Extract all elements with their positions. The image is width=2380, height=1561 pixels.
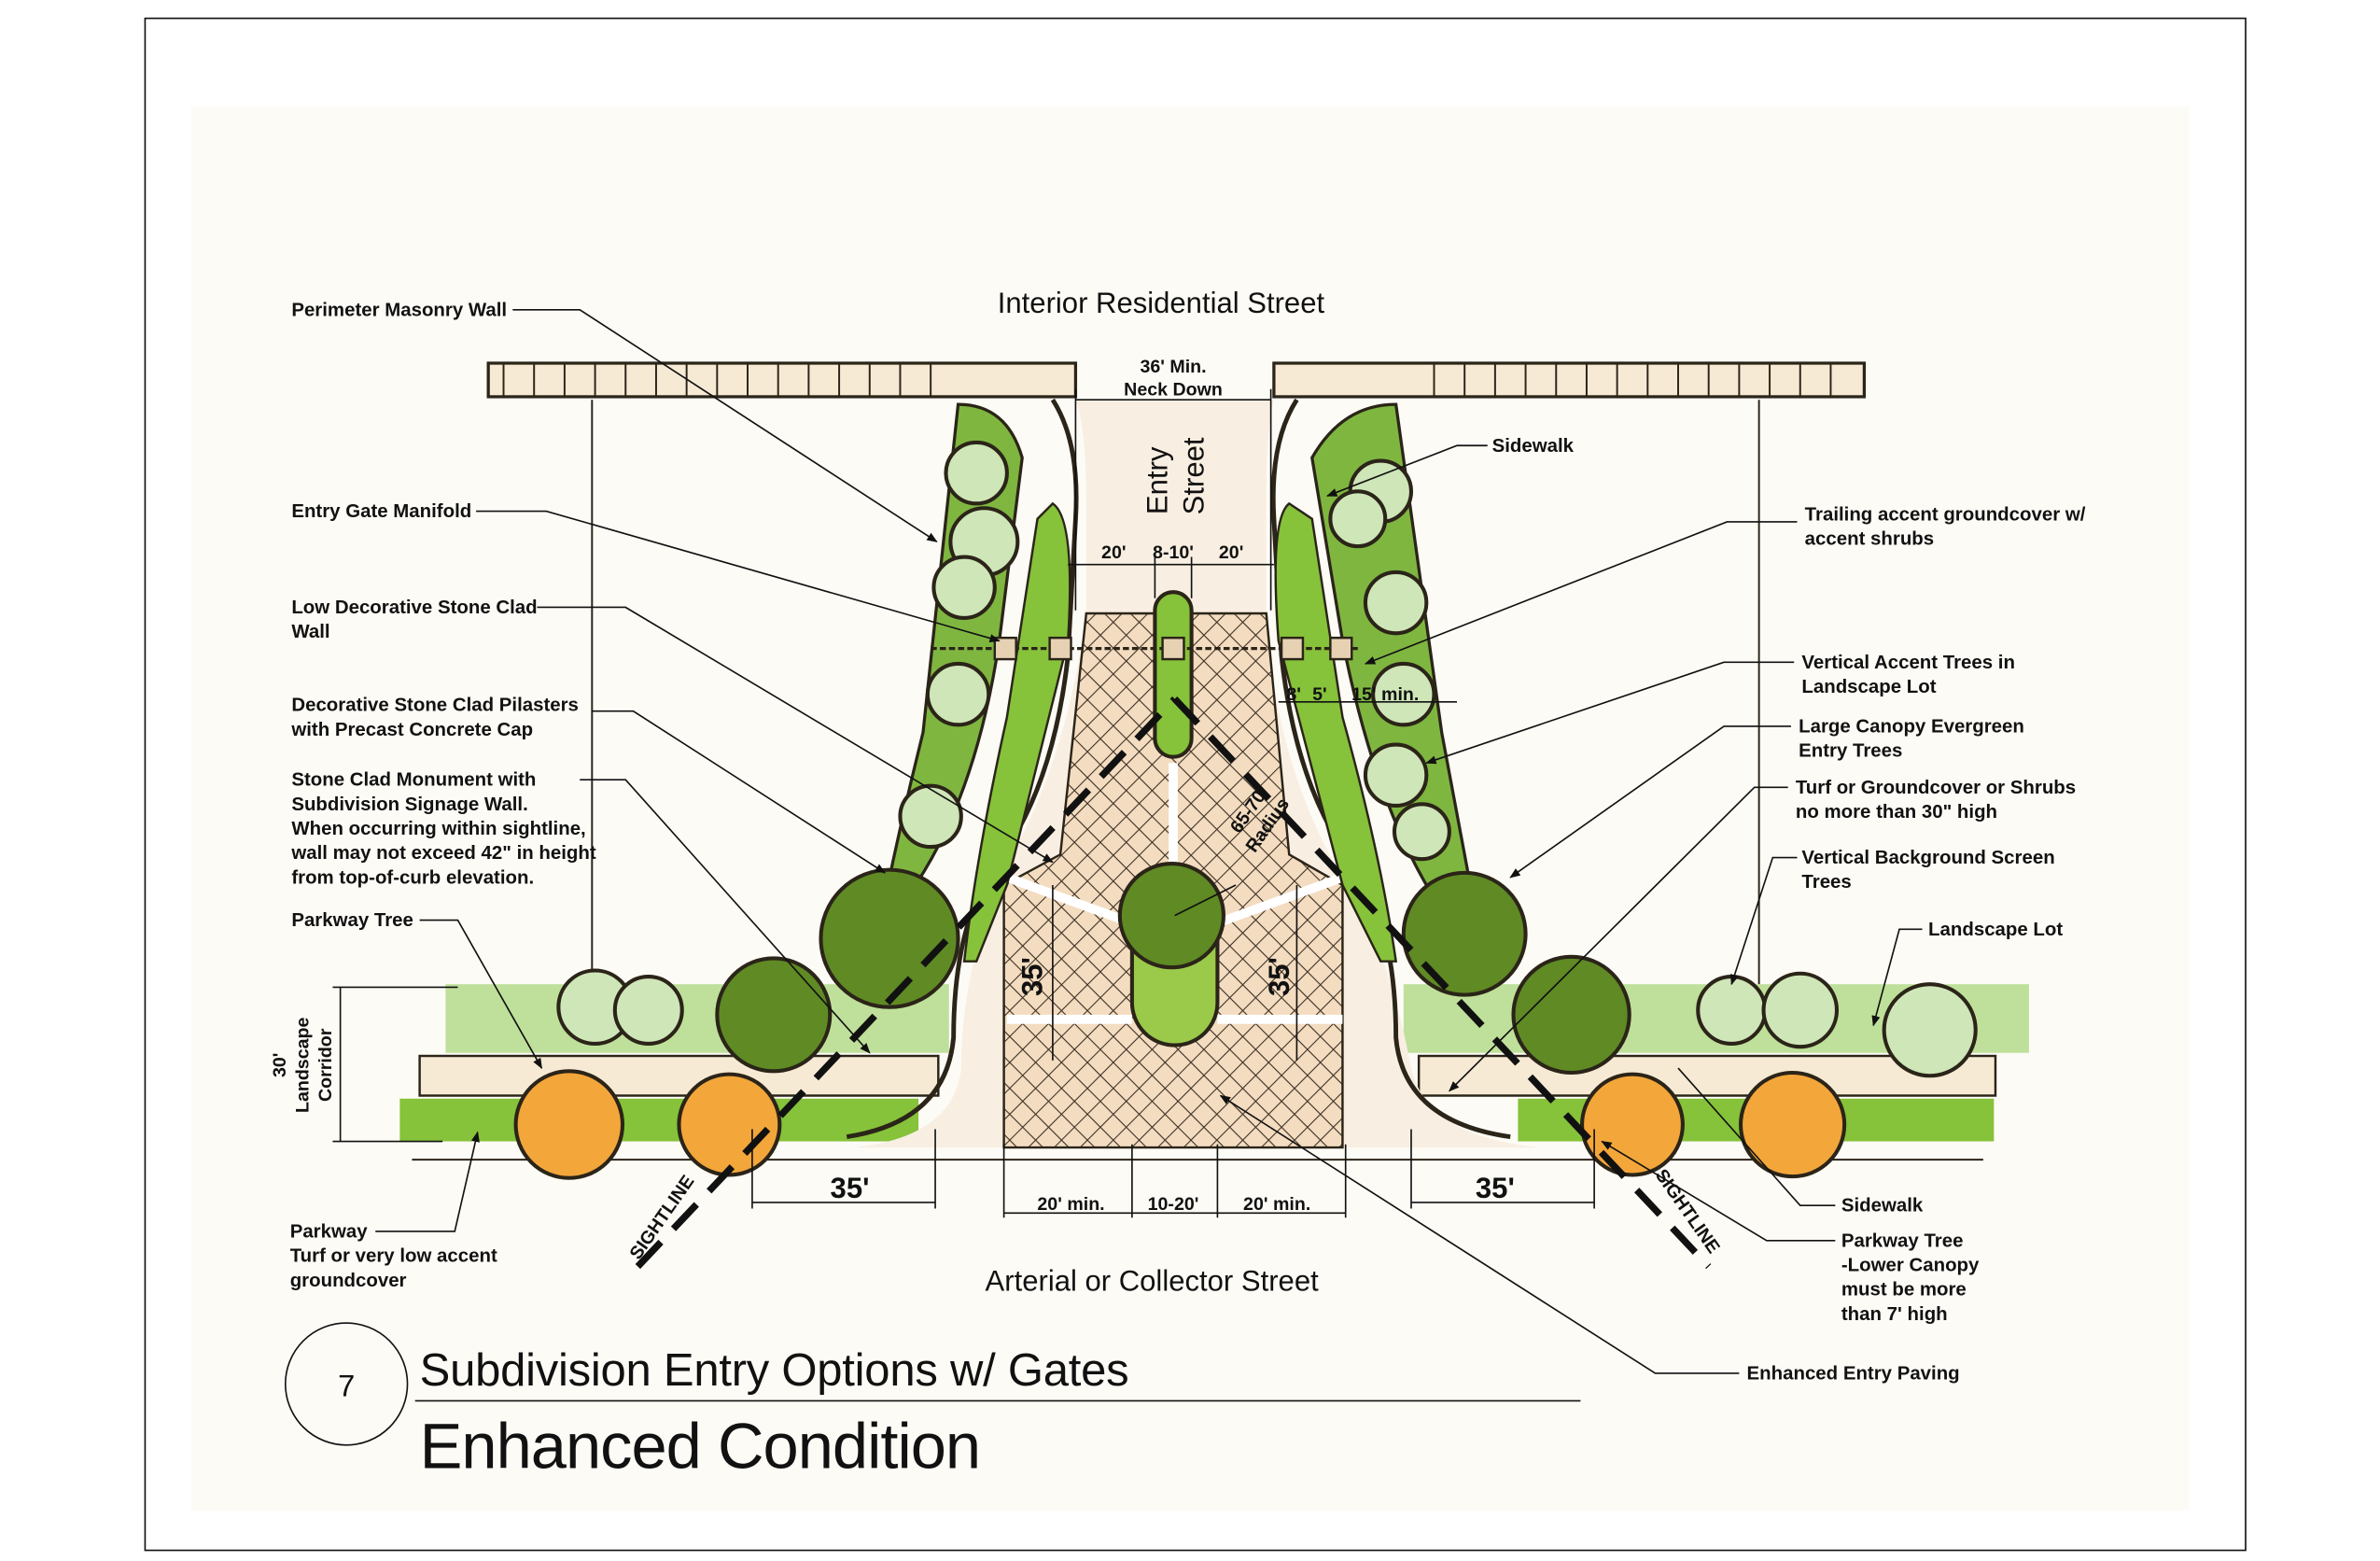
label-trailing: accent shrubs (1805, 528, 1934, 549)
pilasters (993, 636, 1353, 661)
entry-street-label-2: Street (1178, 437, 1211, 514)
dim-lane-left: 20' (1101, 542, 1126, 563)
label-sidewalk-bottom: Sidewalk (1841, 1196, 1924, 1216)
label-monument: Subdivision Signage Wall. (291, 795, 527, 815)
dim-median: 8-10' (1153, 542, 1194, 563)
label-screen-trees: Vertical Background Screen (1801, 848, 2054, 868)
label-parkway-tree-right: than 7' high (1841, 1304, 1948, 1325)
label-parkway-tree-right: must be more (1841, 1280, 1967, 1301)
dim-bottom-right: 20' min. (1243, 1194, 1310, 1215)
drawing-number-circle (284, 1322, 409, 1446)
label-trailing: Trailing accent groundcover w/ (1805, 504, 2086, 525)
dim-bottom-mid: 10-20' (1148, 1194, 1199, 1215)
label-perimeter-wall: Perimeter Masonry Wall (291, 300, 507, 320)
label-low-wall: Low Decorative Stone Clad (291, 598, 537, 618)
dim-vert-left: 35' (1015, 957, 1048, 996)
sheet-subtitle: Enhanced Condition (420, 1410, 981, 1482)
dim-lane-right: 20' (1219, 542, 1243, 563)
dim-sight-right: 35' (1476, 1172, 1515, 1204)
vertical-accent-trees (898, 440, 1451, 862)
dim-neck-down: 36' Min. (1140, 357, 1206, 377)
label-pilasters: Decorative Stone Clad Pilasters (291, 696, 579, 716)
label-landscape-lot: Landscape Lot (1928, 920, 2063, 940)
dim-5: 5' (1312, 684, 1327, 705)
label-monument: wall may not exceed 42" in height (290, 843, 596, 864)
dim-vert-right: 35' (1263, 957, 1295, 996)
dim-bottom-left: 20' min. (1037, 1194, 1104, 1215)
label-vertical-accent: Landscape Lot (1801, 677, 1936, 697)
label-sidewalk-top: Sidewalk (1492, 436, 1575, 457)
label-gate-manifold: Entry Gate Manifold (291, 501, 471, 522)
label-low-wall: Wall (291, 622, 329, 642)
bottom-street-label: Arterial or Collector Street (986, 1265, 1320, 1298)
label-turf-30: no more than 30" high (1796, 802, 1997, 823)
label-pilasters: with Precast Concrete Cap (290, 720, 533, 740)
left-turf-strip (962, 501, 1071, 963)
label-parkway: Turf or very low accent (290, 1246, 497, 1267)
perimeter-wall-top (486, 361, 1867, 399)
background-screen-trees (556, 968, 1978, 1078)
median-island-top (1153, 590, 1194, 759)
dim-sight-left: 35' (831, 1172, 870, 1204)
label-large-canopy: Large Canopy Evergreen (1799, 717, 2024, 738)
sidewalk-left (418, 1054, 940, 1097)
label-monument: When occurring within sightline, (291, 819, 585, 839)
label-monument: from top-of-curb elevation. (291, 867, 534, 888)
dim-corridor: Corridor (315, 1028, 336, 1102)
dim-corridor: Landscape (292, 1018, 313, 1114)
dim-corridor: 30' (270, 1053, 290, 1077)
left-callouts: Perimeter Masonry Wall Entry Gate Manifo… (290, 300, 596, 1290)
label-parkway: Parkway (290, 1222, 369, 1243)
label-parkway-tree-right: -Lower Canopy (1841, 1255, 1980, 1275)
title-block: 7 Subdivision Entry Options w/ Gates Enh… (284, 1322, 1581, 1482)
top-street-label: Interior Residential Street (998, 287, 1325, 319)
dim-neck-down: Neck Down (1124, 379, 1223, 400)
label-turf-30: Turf or Groundcover or Shrubs (1796, 778, 2076, 798)
sightline-left (635, 696, 1178, 1270)
right-callouts: Sidewalk Trailing accent groundcover w/ … (1492, 436, 2086, 1385)
label-parkway-tree-right: Parkway Tree (1841, 1231, 1964, 1251)
canopy-evergreen-trees (715, 862, 1631, 1076)
drawing-number: 7 (338, 1368, 355, 1402)
right-turf-strip (1274, 501, 1398, 963)
dim-8: 8' (1286, 684, 1301, 705)
entry-street-label-1: Entry (1141, 446, 1173, 514)
label-monument: Stone Clad Monument with (291, 770, 536, 791)
sightline-right (1171, 696, 1712, 1270)
roundabout-spokes (1005, 763, 1345, 1024)
label-entry-paving: Enhanced Entry Paving (1747, 1364, 1960, 1385)
parkway-turf-left (399, 1098, 919, 1142)
leader-lines (375, 308, 1923, 1374)
dimension-lines (332, 388, 1595, 1218)
sheet-title: Subdivision Entry Options w/ Gates (420, 1345, 1129, 1396)
label-parkway: groundcover (290, 1271, 407, 1291)
label-large-canopy: Entry Trees (1799, 741, 1902, 762)
label-screen-trees: Trees (1801, 872, 1851, 893)
label-vertical-accent: Vertical Accent Trees in (1801, 653, 2015, 673)
label-parkway-tree: Parkway Tree (291, 910, 413, 931)
dim-15: 15' min. (1351, 684, 1419, 705)
